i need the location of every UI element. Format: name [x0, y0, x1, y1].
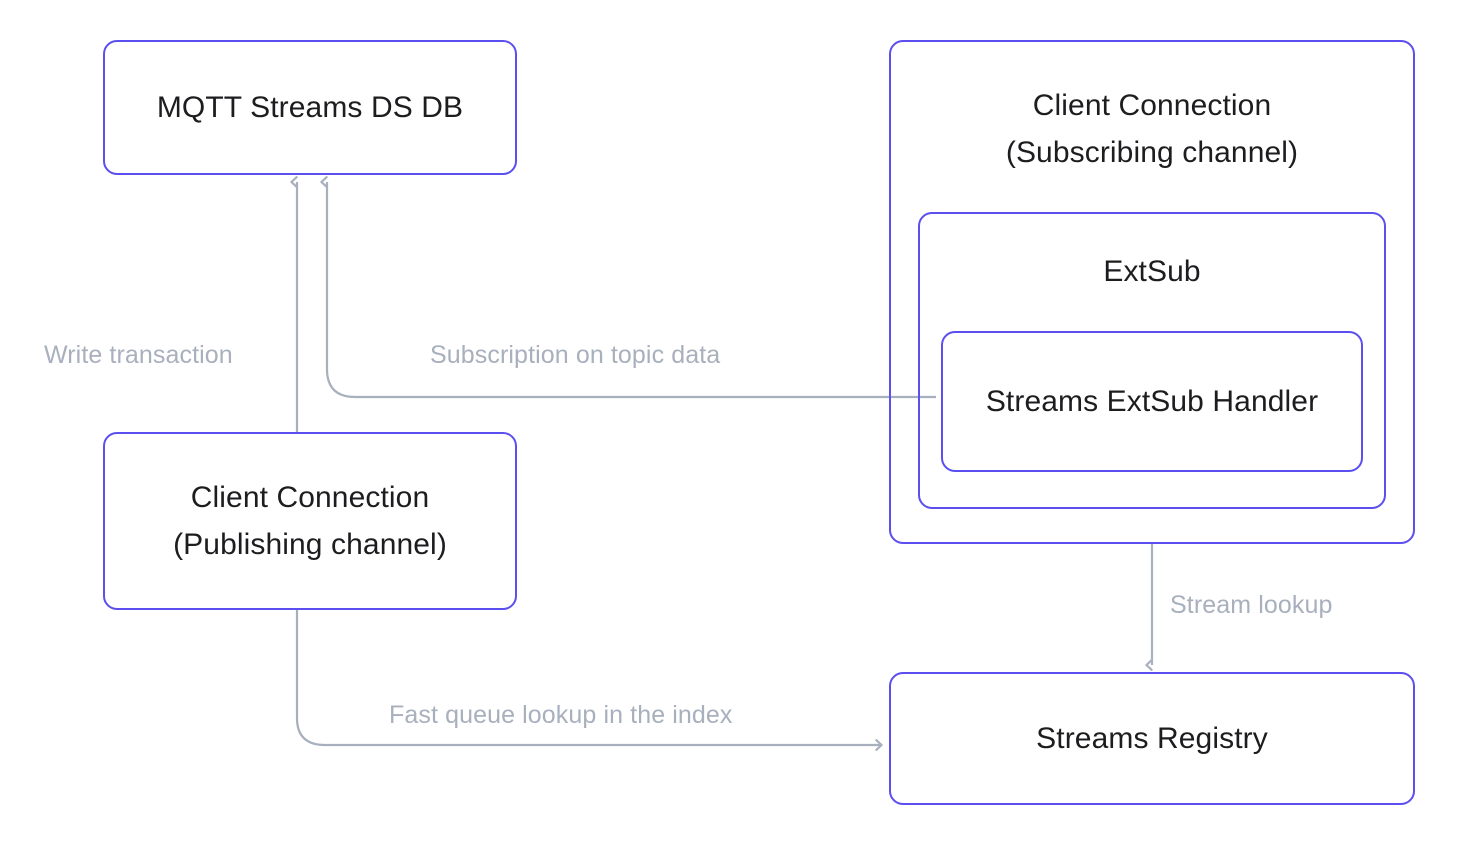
node-mqtt-streams-ds-db[interactable]: MQTT Streams DS DB — [103, 40, 517, 175]
node-label: Client Connection (Subscribing channel) — [1005, 89, 1299, 170]
node-label: ExtSub — [1103, 255, 1201, 288]
node-extsub[interactable]: ExtSub — [918, 212, 1386, 509]
node-label: Client Connection (Publishing channel) — [173, 480, 447, 561]
node-label: Streams Registry — [1036, 721, 1268, 755]
edge-label-stream-lookup: Stream lookup — [1170, 591, 1333, 619]
edge-label-fast-queue-lookup: Fast queue lookup in the index — [389, 701, 733, 729]
node-client-connection-publishing-channel[interactable]: Client Connection (Publishing channel) — [103, 432, 517, 610]
node-label: Streams ExtSub Handler — [985, 384, 1319, 418]
edge-label-write-transaction: Write transaction — [44, 341, 233, 369]
node-label: MQTT Streams DS DB — [156, 90, 464, 124]
edge-label-subscription-on-topic-data: Subscription on topic data — [430, 341, 721, 369]
node-streams-registry[interactable]: Streams Registry — [889, 672, 1415, 805]
node-client-connection-subscribing-channel[interactable]: Client Connection (Subscribing channel) — [889, 40, 1415, 544]
node-streams-extsub-handler[interactable]: Streams ExtSub Handler — [941, 331, 1363, 472]
